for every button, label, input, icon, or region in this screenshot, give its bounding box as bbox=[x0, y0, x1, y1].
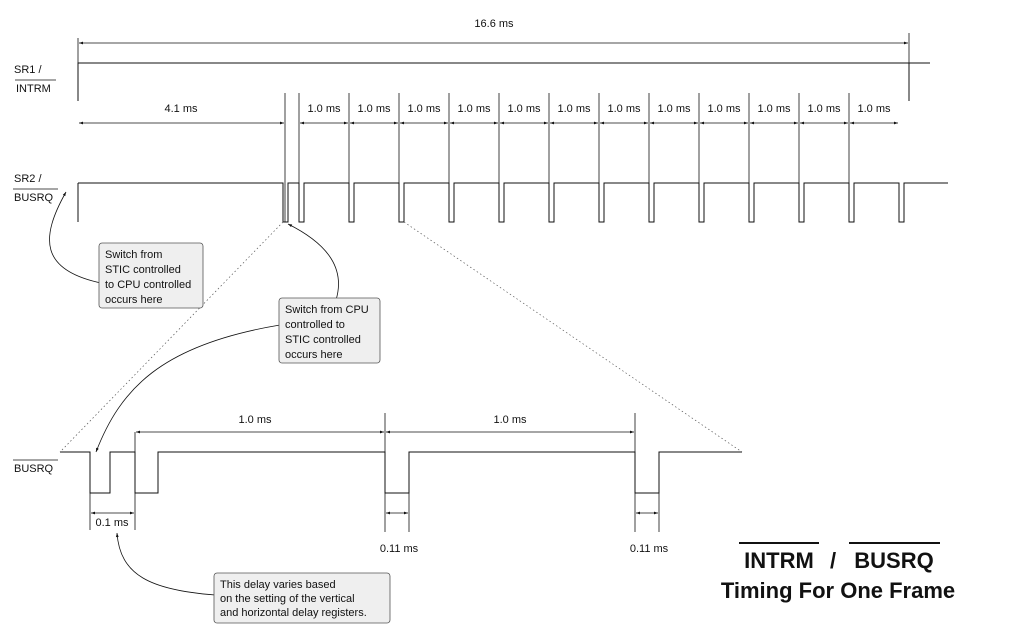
sr2-label: SR2 / bbox=[14, 173, 42, 185]
callout-cpu-to-stic-box bbox=[278, 297, 381, 364]
detail-interval-1-label: 1.0 ms bbox=[238, 414, 272, 426]
interval-dimension-label: 1.0 ms bbox=[757, 103, 791, 115]
interval-dimension-label: 1.0 ms bbox=[607, 103, 641, 115]
callout-delay-box bbox=[213, 572, 391, 624]
callout-cpu-to-stic-arrow-down bbox=[95, 324, 281, 453]
interval-dimension-label: 1.0 ms bbox=[657, 103, 691, 115]
interval-dimension-label: 1.0 ms bbox=[507, 103, 541, 115]
callout-delay-line-3: and horizontal delay registers. bbox=[220, 607, 367, 619]
pulse-first-label: 0.1 ms bbox=[95, 517, 129, 529]
interval-dimension-label: 1.0 ms bbox=[457, 103, 491, 115]
initial-dimension-label: 4.1 ms bbox=[164, 103, 198, 115]
callout-cpu-to-stic-line-4: occurs here bbox=[285, 349, 342, 361]
title-line-2: Timing For One Frame bbox=[721, 578, 955, 603]
pulse-2-label: 0.11 ms bbox=[380, 543, 419, 555]
title-busrq: BUSRQ bbox=[854, 548, 933, 573]
callout-cpu-to-stic-line-1: Switch from CPU bbox=[285, 304, 369, 316]
intrm-label: INTRM bbox=[16, 83, 51, 95]
frame-dimension-label: 16.6 ms bbox=[474, 18, 514, 30]
intrm-signal: SR1 / INTRM 16.6 ms bbox=[14, 18, 930, 101]
callout-stic-to-cpu-line-4: occurs here bbox=[105, 294, 162, 306]
intrm-waveform bbox=[77, 62, 930, 101]
callout-cpu-to-stic-line-2: controlled to bbox=[285, 319, 345, 331]
busrq-detail-waveform bbox=[60, 451, 742, 494]
busrq-signal: SR2 / BUSRQ bbox=[13, 173, 948, 223]
busrq-detail: BUSRQ 1.0 ms 1.0 ms 0.1 ms 0.11 ms 0.11 … bbox=[13, 413, 742, 555]
busrq-detail-label: BUSRQ bbox=[14, 463, 54, 475]
interval-group: 1.0 ms 1.0 ms 1.0 ms 1.0 ms 1.0 ms 1.0 ms 1.0 … bbox=[300, 93, 898, 183]
interval-dimension-label: 1.0 ms bbox=[407, 103, 441, 115]
busrq-waveform bbox=[78, 182, 948, 223]
callout-delay: This delay varies based on the setting o… bbox=[115, 532, 391, 624]
callout-stic-to-cpu: Switch from STIC controlled to CPU contr… bbox=[49, 191, 204, 309]
interval-dimension-label: 1.0 ms bbox=[707, 103, 741, 115]
callout-stic-to-cpu-box bbox=[98, 242, 204, 309]
callout-cpu-to-stic-arrow-up bbox=[287, 223, 339, 301]
callout-delay-arrow bbox=[115, 532, 216, 596]
callout-stic-to-cpu-line-2: STIC controlled bbox=[105, 264, 181, 276]
callout-stic-to-cpu-line-3: to CPU controlled bbox=[105, 279, 191, 291]
pulse-3-label: 0.11 ms bbox=[630, 543, 669, 555]
title-intrm: INTRM bbox=[744, 548, 814, 573]
sr1-label: SR1 / bbox=[14, 64, 42, 76]
callout-delay-line-2: on the setting of the vertical bbox=[220, 593, 355, 605]
diagram-title: INTRM / BUSRQ Timing For One Frame bbox=[721, 542, 955, 603]
busrq-label: BUSRQ bbox=[14, 192, 54, 204]
zoom-line-left bbox=[59, 221, 284, 453]
interval-dimension-label: 1.0 ms bbox=[357, 103, 391, 115]
callout-cpu-to-stic: Switch from CPU controlled to STIC contr… bbox=[95, 223, 381, 453]
title-separator: / bbox=[830, 548, 836, 573]
interval-dimension-label: 1.0 ms bbox=[307, 103, 341, 115]
interval-dimension-label: 1.0 ms bbox=[807, 103, 841, 115]
interval-dimension-label: 1.0 ms bbox=[857, 103, 891, 115]
interval-dimension-label: 1.0 ms bbox=[557, 103, 591, 115]
zoom-line-right bbox=[403, 221, 743, 453]
callout-delay-line-1: This delay varies based bbox=[220, 579, 336, 591]
callout-stic-to-cpu-line-1: Switch from bbox=[105, 249, 162, 261]
callout-cpu-to-stic-line-3: STIC controlled bbox=[285, 334, 361, 346]
zoom-lines bbox=[59, 221, 743, 453]
detail-interval-2-label: 1.0 ms bbox=[493, 414, 527, 426]
callout-stic-to-cpu-arrow bbox=[49, 191, 102, 284]
